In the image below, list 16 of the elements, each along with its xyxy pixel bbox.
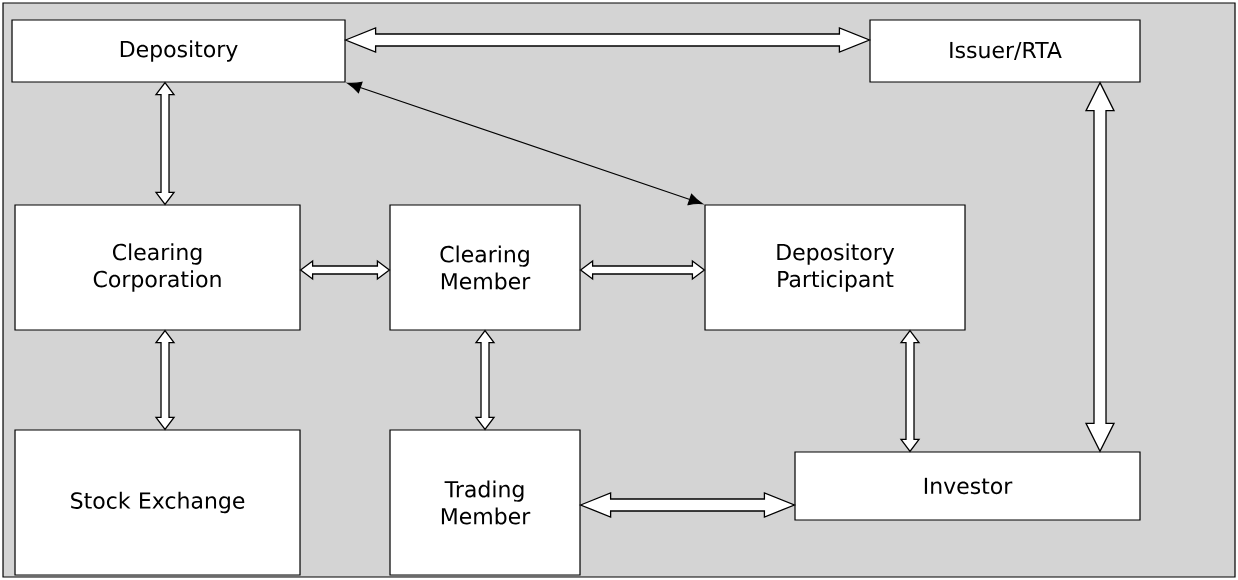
process-box: Clearing Corporation <box>14 204 301 331</box>
double-arrow <box>299 259 391 281</box>
process-box: Trading Member <box>389 429 581 576</box>
process-box: Investor <box>794 451 1141 521</box>
process-box: Issuer/RTA <box>869 19 1141 83</box>
double-arrow <box>474 329 496 431</box>
double-arrow <box>579 259 706 281</box>
double-arrow <box>1084 81 1116 453</box>
process-box: Depository <box>11 19 346 83</box>
process-box: Stock Exchange <box>14 429 301 576</box>
double-arrow <box>154 81 176 206</box>
process-box: Depository Participant <box>704 204 966 331</box>
double-arrow <box>899 329 921 453</box>
double-arrow <box>154 329 176 431</box>
process-box: Clearing Member <box>389 204 581 331</box>
arrow <box>347 81 703 206</box>
